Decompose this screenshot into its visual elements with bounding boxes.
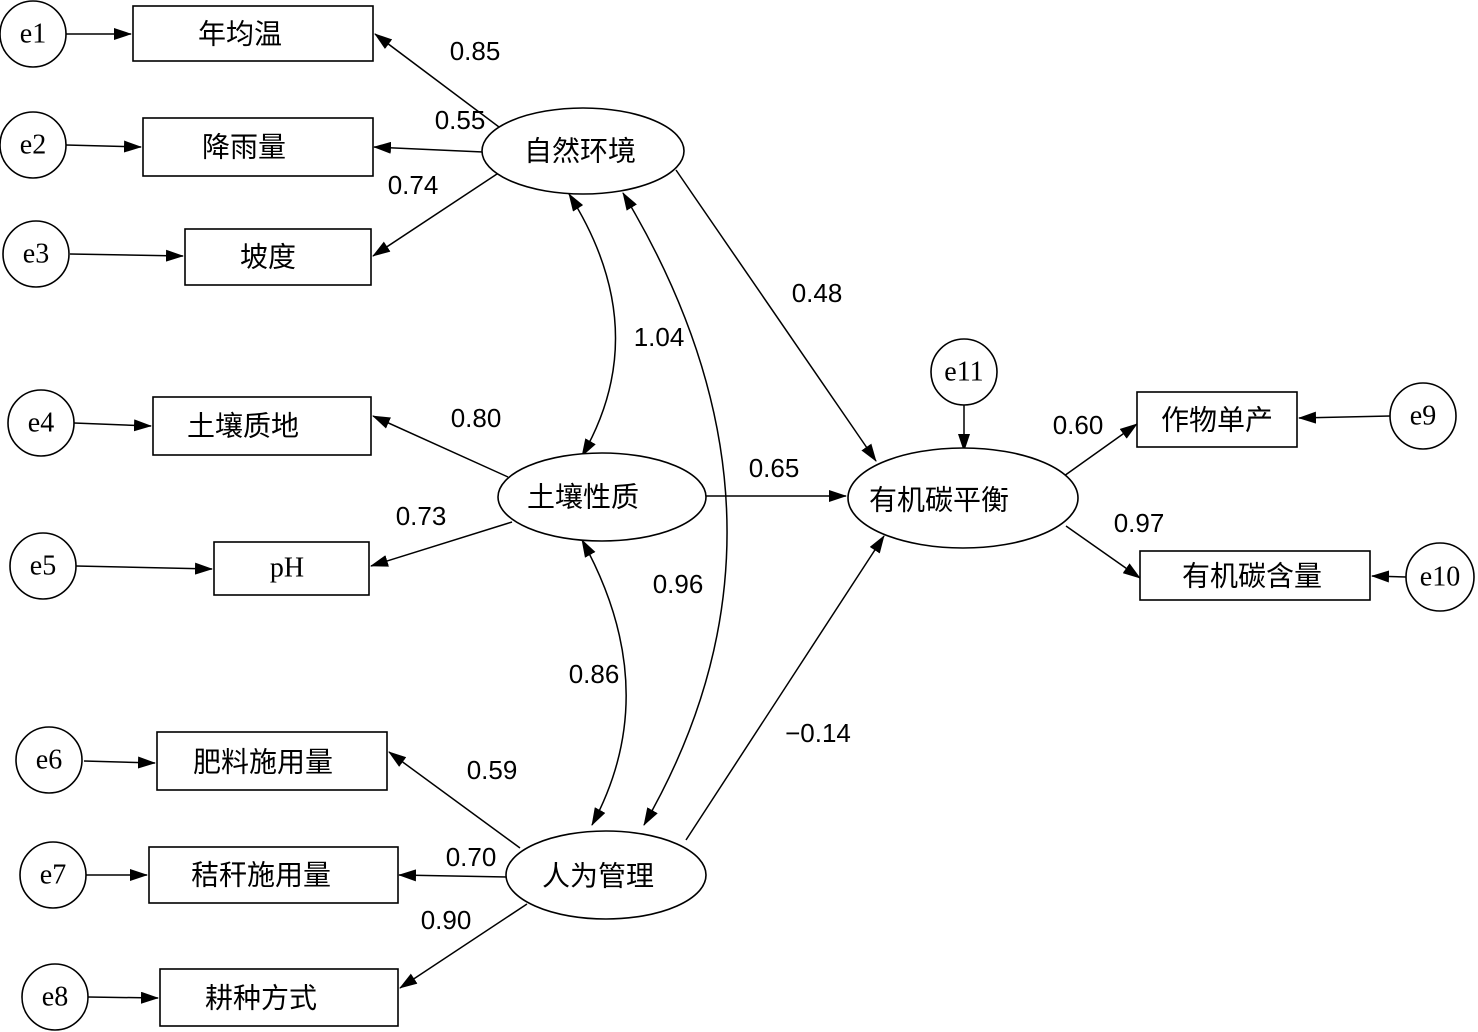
indicator-label-yield: 作物单产 xyxy=(1161,404,1273,437)
error-node-e6 xyxy=(15,726,83,794)
coef-human-carbon: −0.14 xyxy=(785,718,851,748)
coef-natural-carbon: 0.48 xyxy=(792,278,843,308)
error-label-e7: e7 xyxy=(40,860,66,891)
edge-human-fert xyxy=(388,751,521,849)
edge-e9-yield xyxy=(1298,411,1391,424)
error-node-e1 xyxy=(0,0,67,68)
indicator-label-fert: 肥料施用量 xyxy=(193,746,333,779)
coef-cov-natural-soil: 1.04 xyxy=(634,322,685,352)
coef-human-straw: 0.70 xyxy=(446,842,497,872)
edge-e3-slope xyxy=(69,249,184,262)
latent-node-soil xyxy=(497,452,707,542)
edge-soil-texture xyxy=(372,415,509,478)
edge-e6-fert xyxy=(83,756,156,769)
coef-natural-slope: 0.74 xyxy=(388,170,439,200)
edge-natural-temp xyxy=(374,33,504,131)
indicator-box-texture xyxy=(152,396,372,456)
coef-cov-natural-human: 0.96 xyxy=(653,569,704,599)
edge-human-carbon xyxy=(685,535,885,841)
indicator-box-yield xyxy=(1136,391,1298,448)
latent-label-soil: 土壤性质 xyxy=(527,481,639,514)
indicator-box-soc xyxy=(1139,550,1371,601)
latent-node-carbon xyxy=(847,447,1079,549)
indicator-box-tillage xyxy=(159,968,399,1027)
error-label-e9: e9 xyxy=(1410,401,1436,432)
coef-soil-texture: 0.80 xyxy=(451,403,502,433)
indicator-label-slope: 坡度 xyxy=(240,241,296,274)
indicator-box-ph xyxy=(213,541,370,596)
error-label-e2: e2 xyxy=(20,130,46,161)
error-node-e8 xyxy=(21,963,89,1031)
latent-node-human xyxy=(505,830,707,920)
error-node-e2 xyxy=(0,111,67,179)
error-label-e5: e5 xyxy=(30,551,56,582)
coef-natural-rain: 0.55 xyxy=(435,105,486,135)
indicator-label-soc: 有机碳含量 xyxy=(1182,560,1322,593)
cov-soil-human xyxy=(581,539,627,826)
error-node-e9 xyxy=(1389,382,1457,450)
edge-carbon-soc xyxy=(1065,525,1141,579)
error-label-e4: e4 xyxy=(28,408,54,439)
coef-cov-soil-human: 0.86 xyxy=(569,659,620,689)
coef-human-fert: 0.59 xyxy=(467,755,518,785)
edge-natural-carbon xyxy=(675,169,877,462)
error-node-e4 xyxy=(7,389,75,457)
indicator-label-ph: pH xyxy=(270,553,304,584)
edge-natural-slope xyxy=(372,171,501,257)
edge-e4-texture xyxy=(73,419,152,432)
indicator-box-temp xyxy=(132,5,374,62)
edge-carbon-yield xyxy=(1063,423,1138,477)
indicator-label-texture: 土壤质地 xyxy=(187,410,299,443)
edge-soil-ph xyxy=(370,521,513,567)
edge-e10-soc xyxy=(1371,570,1407,583)
error-node-e7 xyxy=(19,841,87,909)
indicator-boxes: 年均温 降雨量 坡度 土壤质地 pH 肥料施用量 秸秆施用量 耕种方式 作物单产… xyxy=(132,5,1371,1027)
latent-label-carbon: 有机碳平衡 xyxy=(869,484,1009,517)
edge-natural-rain xyxy=(373,141,484,154)
edge-e2-rain xyxy=(65,140,142,153)
latent-label-natural: 自然环境 xyxy=(524,135,636,168)
edge-e5-ph xyxy=(75,562,213,575)
error-label-e10: e10 xyxy=(1420,562,1460,593)
coef-natural-temp: 0.85 xyxy=(450,36,501,66)
latent-node-natural xyxy=(481,107,685,195)
edge-human-tillage xyxy=(399,903,528,989)
edges xyxy=(65,28,1407,1004)
coef-soil-ph: 0.73 xyxy=(396,501,447,531)
indicator-box-straw xyxy=(148,846,399,904)
error-node-e11 xyxy=(930,338,998,406)
indicator-box-fert xyxy=(156,731,388,791)
coef-carbon-yield: 0.60 xyxy=(1053,410,1104,440)
edge-human-straw xyxy=(398,869,508,882)
coef-carbon-soc: 0.97 xyxy=(1114,508,1165,538)
error-node-e10 xyxy=(1405,542,1475,612)
indicator-box-rain xyxy=(142,117,374,177)
error-label-e11: e11 xyxy=(944,357,983,388)
latent-label-human: 人为管理 xyxy=(542,860,654,893)
coefficient-labels: 0.85 0.55 0.74 0.80 0.73 0.59 0.70 0.90 … xyxy=(388,36,1165,935)
error-label-e1: e1 xyxy=(20,19,46,50)
error-node-e3 xyxy=(2,220,70,288)
indicator-box-slope xyxy=(184,228,372,286)
error-label-e3: e3 xyxy=(23,239,49,270)
edge-e8-tillage xyxy=(87,991,159,1004)
error-label-e6: e6 xyxy=(36,745,62,776)
coef-soil-carbon: 0.65 xyxy=(749,453,800,483)
indicator-label-straw: 秸秆施用量 xyxy=(191,859,331,892)
indicator-label-temp: 年均温 xyxy=(198,18,282,51)
latent-nodes: 自然环境 土壤性质 人为管理 有机碳平衡 xyxy=(481,107,1079,920)
error-node-e5 xyxy=(9,532,77,600)
cov-natural-human xyxy=(622,192,728,826)
indicator-label-rain: 降雨量 xyxy=(202,131,286,164)
error-label-e8: e8 xyxy=(42,982,68,1013)
coef-human-tillage: 0.90 xyxy=(421,905,472,935)
cov-natural-soil xyxy=(568,193,617,457)
indicator-label-tillage: 耕种方式 xyxy=(205,982,317,1015)
